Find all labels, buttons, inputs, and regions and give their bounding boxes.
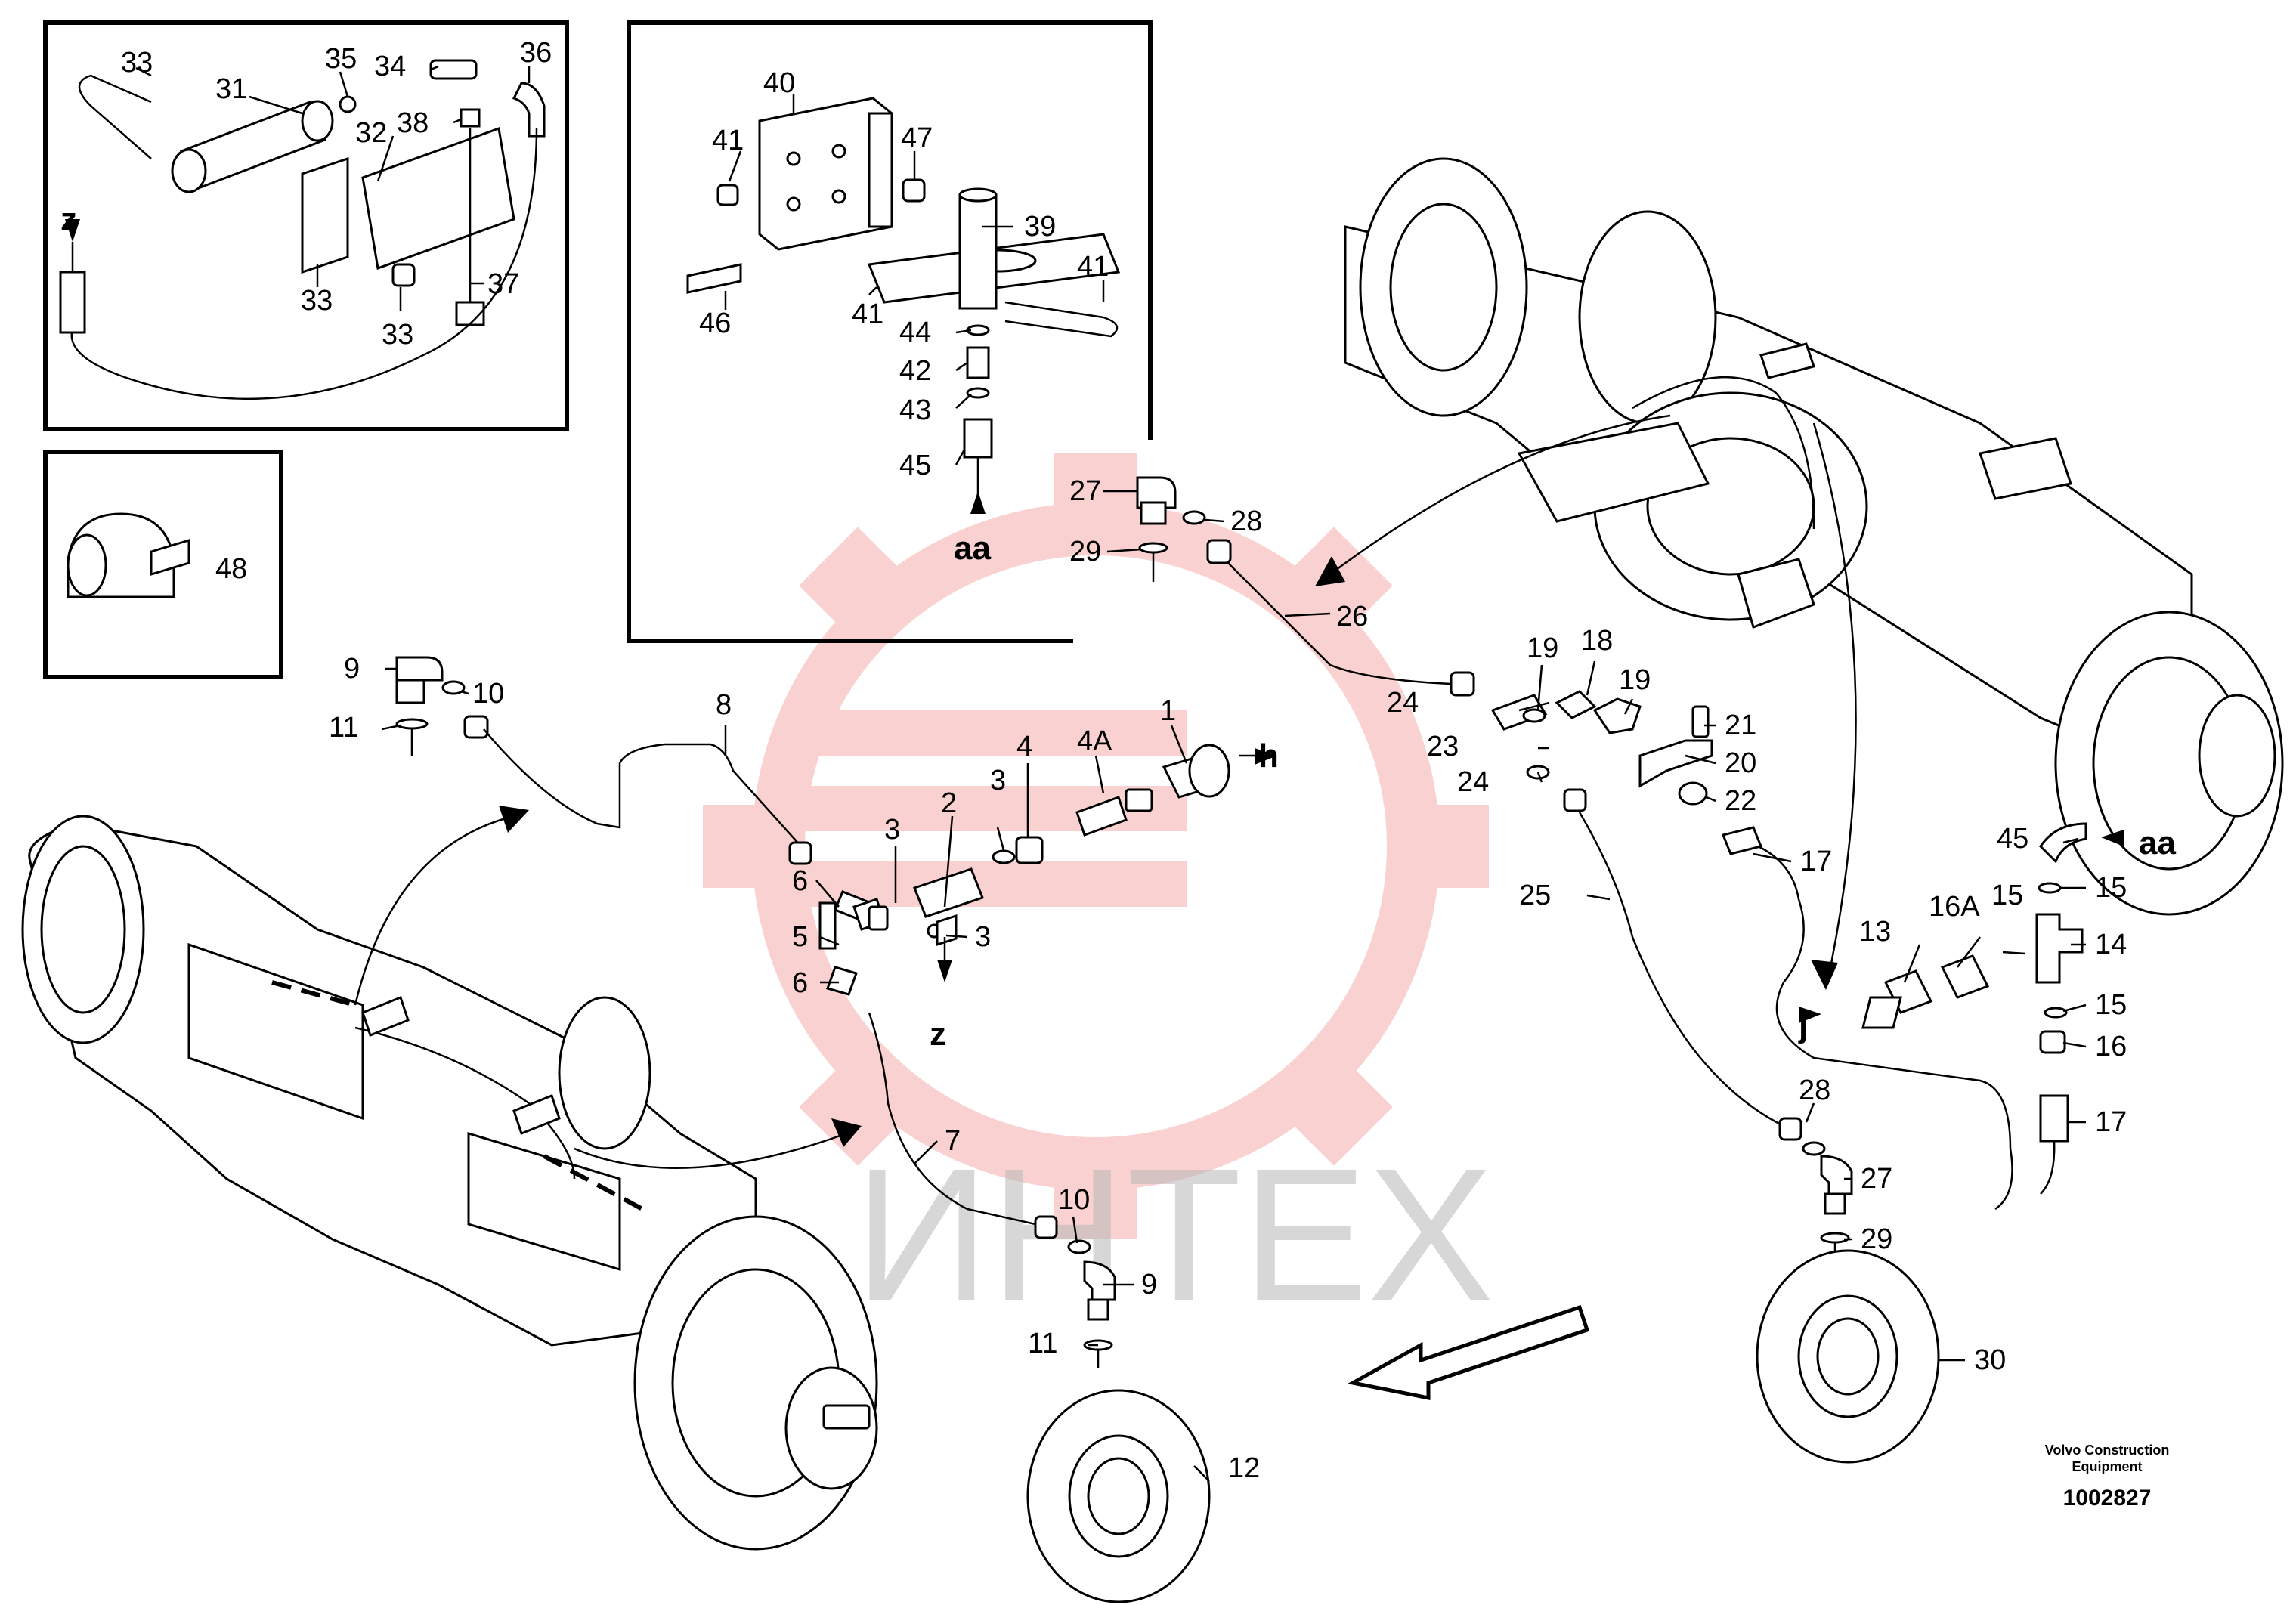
callout-label: 17	[2095, 1106, 2127, 1138]
detail-label-j: j	[1798, 1007, 1808, 1044]
callout-label: 4	[1016, 731, 1032, 762]
callout-label: 14	[2095, 929, 2127, 960]
callout-label: 47	[901, 122, 933, 154]
company-line-2: Equipment	[2072, 1459, 2143, 1474]
left-brake-line: z h	[395, 656, 1279, 1603]
callout-label: 48	[215, 553, 247, 585]
callout-label: 3	[975, 921, 991, 953]
callout-label: 10	[1058, 1184, 1090, 1216]
callout-label: 4A	[1077, 725, 1112, 757]
watermark-text: ИНТЕХ	[854, 1129, 1493, 1340]
callout-label: 27	[1069, 475, 1101, 507]
callout-label: 41	[712, 125, 744, 156]
callout-label: 1	[1160, 695, 1176, 727]
callout-label: 15	[1991, 880, 2023, 911]
callout-label: 36	[520, 37, 552, 69]
callout-label: 15	[2095, 989, 2127, 1021]
detail-label-z2: z	[930, 1016, 946, 1053]
callout-label: 33	[301, 285, 333, 317]
flow-arrows	[354, 414, 1857, 1401]
callout-label: 23	[1427, 731, 1459, 762]
callout-label: 16A	[1929, 891, 1980, 923]
callout-label: 21	[1725, 710, 1756, 741]
callout-label: 29	[1069, 536, 1101, 567]
callout-label: 20	[1725, 747, 1756, 779]
callout-label: 19	[1619, 664, 1651, 696]
callout-numbers: 33 31 35 34 36 32 38 37 33 33 40 41 47 3…	[121, 37, 2127, 1484]
callout-label: 45	[899, 450, 931, 481]
callout-label: 46	[699, 308, 731, 339]
detail-label-h: h	[1258, 738, 1279, 775]
callout-label: 12	[1228, 1452, 1260, 1484]
detail-label-aa: aa	[954, 530, 991, 567]
callout-label: 16	[2095, 1031, 2127, 1062]
detail-label-aa2: aa	[2139, 824, 2176, 861]
callout-label: 19	[1527, 632, 1558, 664]
callout-label: 24	[1387, 687, 1419, 719]
callout-label: 6	[792, 967, 808, 999]
callout-label: 41	[852, 298, 883, 330]
leader-lines	[135, 65, 2087, 1482]
callout-label: 39	[1024, 211, 1056, 243]
right-axle	[1344, 157, 2284, 916]
callout-label: 28	[1799, 1075, 1830, 1106]
callout-label: 37	[487, 268, 519, 300]
detail-box-bracket: aa	[627, 20, 1153, 643]
callout-label: 30	[1974, 1344, 2006, 1376]
callout-label: 13	[1859, 916, 1891, 948]
callout-label: 28	[1230, 506, 1262, 537]
callout-label: 26	[1336, 601, 1368, 632]
drawing-number: 1002827	[2063, 1486, 2152, 1511]
callout-label: 17	[1800, 846, 1832, 877]
callout-label: 7	[945, 1125, 961, 1157]
callout-label: 41	[1077, 251, 1109, 283]
left-axle	[21, 815, 878, 1551]
watermark-logo	[703, 453, 1489, 1239]
callout-label: 10	[472, 678, 504, 710]
callout-label: 33	[382, 319, 413, 351]
callout-label: 9	[1141, 1269, 1157, 1300]
callout-label: 38	[397, 107, 429, 139]
callout-label: 5	[792, 921, 808, 953]
callout-label: 18	[1581, 625, 1613, 657]
callout-label: 22	[1725, 785, 1756, 817]
detail-box-hose-clamp: z	[43, 20, 569, 431]
callout-label: 29	[1861, 1223, 1892, 1255]
callout-label: 6	[792, 865, 808, 897]
callout-label: 43	[899, 394, 931, 426]
callout-label: 24	[1457, 766, 1489, 798]
callout-label: 15	[2095, 872, 2127, 904]
callout-label: 25	[1519, 880, 1551, 911]
callout-label: 31	[215, 73, 247, 105]
callout-label: 42	[899, 355, 931, 387]
detail-label-z: z	[60, 201, 77, 238]
callout-label: 32	[355, 117, 387, 149]
callout-label: 3	[990, 765, 1006, 796]
callout-label: 33	[121, 47, 153, 79]
callout-label: 11	[1028, 1328, 1057, 1359]
callout-label: 9	[344, 653, 360, 685]
callout-label: 3	[884, 814, 900, 846]
callout-label: 45	[1997, 823, 2028, 855]
callout-label: 2	[941, 787, 957, 819]
footer: Volvo Construction Equipment 1002827	[2045, 1443, 2170, 1511]
callout-label: 40	[763, 67, 795, 99]
callout-label: 35	[325, 43, 357, 75]
callout-label: 11	[329, 712, 358, 744]
callout-label: 8	[716, 689, 732, 721]
callout-label: 34	[374, 51, 406, 82]
callout-label: 44	[899, 317, 931, 348]
callout-label: 27	[1861, 1163, 1892, 1195]
detail-box-clip	[43, 450, 283, 679]
company-line-1: Volvo Construction	[2045, 1443, 2170, 1458]
